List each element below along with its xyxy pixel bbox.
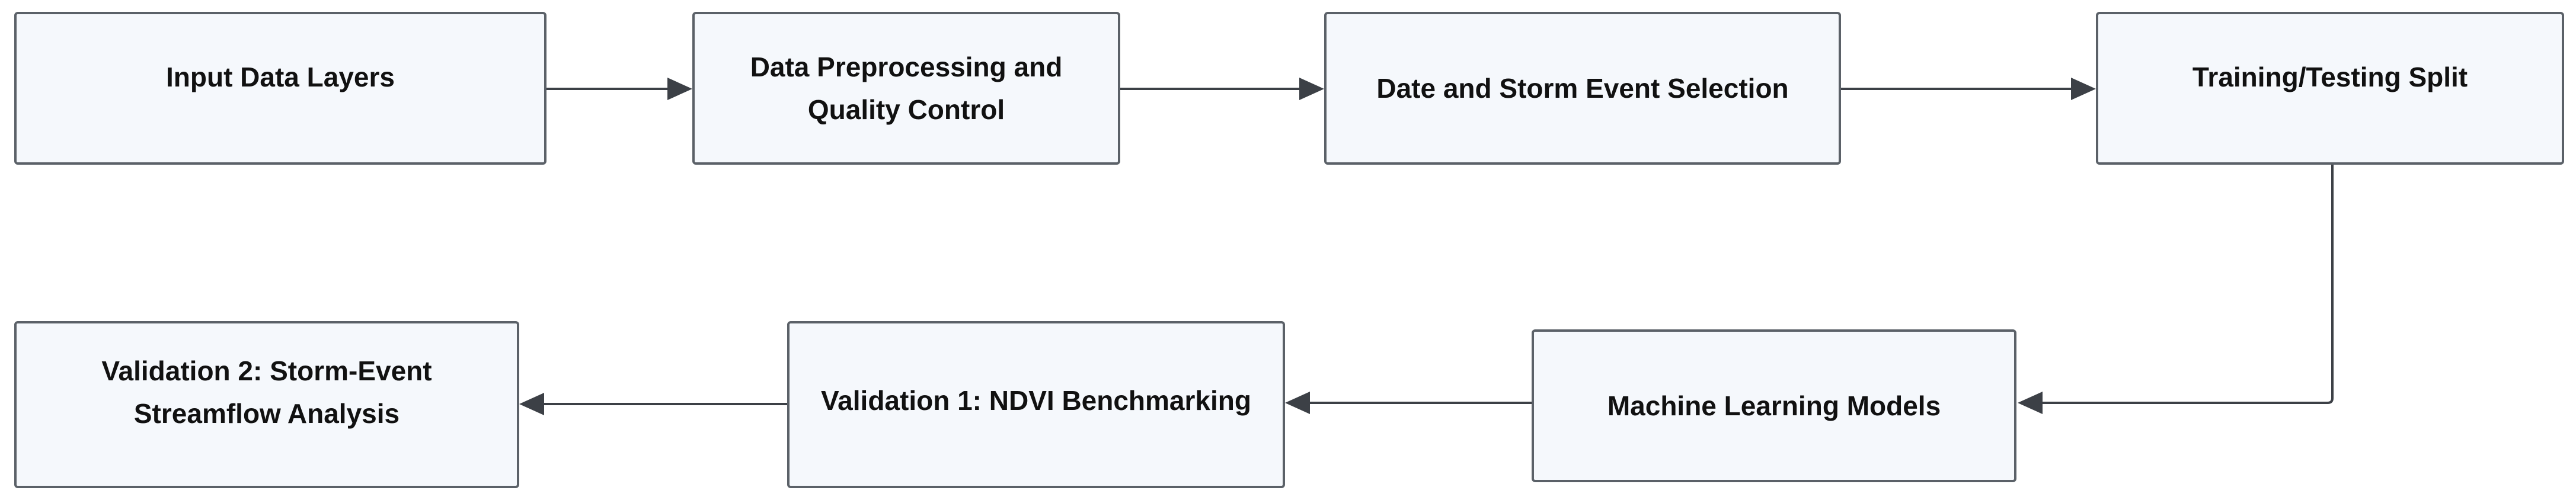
node-label: Training/Testing Split [2192, 62, 2468, 92]
arrowhead-preprocess-to-selection [1299, 78, 1324, 100]
arrowhead-input-to-preprocess [667, 78, 692, 100]
node-input-data-layers: Input Data Layers [14, 12, 546, 165]
node-training-testing-split: Training/Testing Split [2096, 12, 2564, 165]
node-label: Input Data Layers [166, 62, 395, 92]
arrowhead-selection-to-split [2071, 78, 2096, 100]
node-machine-learning-models: Machine Learning Models [1532, 329, 2016, 482]
node-label: Validation 1: NDVI Benchmarking [821, 385, 1251, 416]
node-label: Validation 2: Storm-Event Streamflow Ana… [101, 355, 432, 429]
arrowhead-models-to-validation1 [1285, 392, 1310, 414]
node-label: Machine Learning Models [1607, 390, 1941, 421]
arrow-split-to-models [2043, 165, 2334, 404]
node-validation-2: Validation 2: Storm-Event Streamflow Ana… [14, 321, 519, 488]
node-label: Data Preprocessing and Quality Control [750, 52, 1063, 125]
arrowhead-split-to-models [2018, 392, 2043, 414]
node-data-preprocessing: Data Preprocessing and Quality Control [692, 12, 1120, 165]
arrowhead-validation1-to-validation2 [519, 393, 544, 415]
node-validation-1: Validation 1: NDVI Benchmarking [787, 321, 1285, 488]
node-label: Date and Storm Event Selection [1376, 73, 1789, 104]
node-date-storm-selection: Date and Storm Event Selection [1324, 12, 1841, 165]
